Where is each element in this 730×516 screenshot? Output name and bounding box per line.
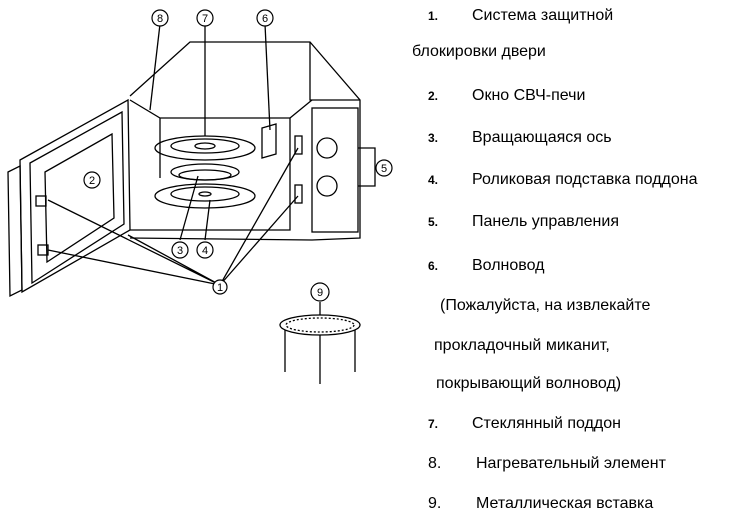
legend-item-1: 1.Система защитной <box>428 7 614 24</box>
callout-5: 5 <box>381 163 387 175</box>
legend-item-6-note-2: прокладочный миканит, <box>434 337 610 354</box>
legend-item-2: 2.Окно СВЧ-печи <box>428 87 586 104</box>
legend-item-3: 3.Вращающаяся ось <box>428 129 612 146</box>
callout-4: 4 <box>202 245 208 257</box>
legend-item-4: 4.Роликовая подставка поддона <box>428 171 698 188</box>
callout-2: 2 <box>89 175 95 187</box>
legend-item-5: 5.Панель управления <box>428 213 619 230</box>
callout-6: 6 <box>262 13 268 25</box>
callout-1: 1 <box>217 282 223 294</box>
legend-item-8: 8.Нагревательный элемент <box>428 455 666 472</box>
callout-3: 3 <box>177 245 183 257</box>
legend-item-6: 6.Волновод <box>428 257 545 274</box>
callout-9: 9 <box>317 287 323 299</box>
legend-item-6-note-3: покрывающий волновод) <box>436 375 622 392</box>
legend-item-1-cont: блокировки двери <box>412 43 546 60</box>
callout-7: 7 <box>202 13 208 25</box>
legend-item-6-note-1: (Пожалуйста, на извлекайте <box>440 297 651 314</box>
legend-item-9: 9.Металлическая вставка <box>428 495 654 512</box>
legend-item-7: 7.Стеклянный поддон <box>428 415 621 432</box>
microwave-diagram: 8 7 6 5 3 4 1 2 9 <box>7 9 393 384</box>
callout-8: 8 <box>157 13 163 25</box>
